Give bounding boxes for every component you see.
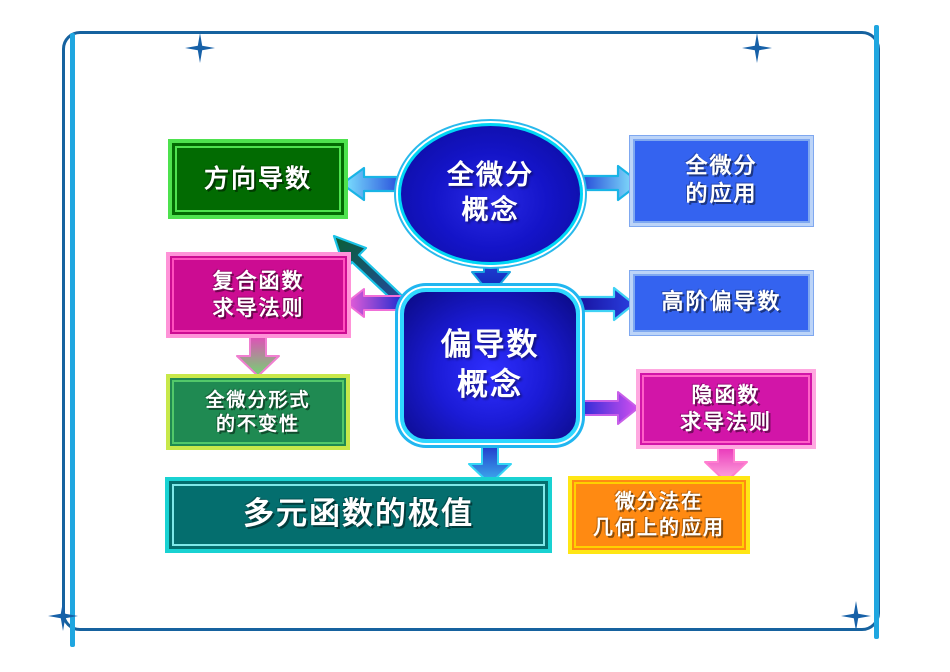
node-implicit-function-rule-line-2: 求导法则 bbox=[680, 410, 772, 434]
node-total-differential-application[interactable]: 全微分 的应用 bbox=[630, 136, 813, 226]
node-geometry-application-line-1: 微分法在 bbox=[615, 489, 703, 514]
node-partial-derivative-concept-line-2: 概念 bbox=[457, 366, 523, 403]
node-total-differential-application-line-1: 全微分 bbox=[685, 153, 758, 179]
node-higher-order-partial-line-1: 高阶偏导数 bbox=[661, 289, 782, 315]
node-total-differential-concept-line-1: 全微分 bbox=[447, 160, 534, 192]
arrow-total-diff-to-application bbox=[576, 164, 642, 202]
node-partial-derivative-concept-line-1: 偏导数 bbox=[440, 326, 540, 363]
node-higher-order-partial[interactable]: 高阶偏导数 bbox=[630, 271, 813, 335]
node-direction-derivative-line-1: 方向导数 bbox=[203, 164, 312, 193]
frame-rail-right bbox=[874, 25, 879, 639]
node-implicit-function-rule-line-1: 隐函数 bbox=[691, 383, 761, 408]
node-total-differential-application-line-2: 的应用 bbox=[685, 182, 758, 207]
node-composite-function-rule-line-2: 求导法则 bbox=[212, 296, 305, 320]
arrow-composite-to-invariance bbox=[236, 336, 280, 377]
node-composite-function-rule[interactable]: 复合函数 求导法则 bbox=[166, 252, 351, 338]
node-invariance-of-form-line-1: 全微分形式 bbox=[205, 388, 311, 411]
arrow-partial-to-extremum bbox=[468, 441, 512, 485]
arrow-partial-to-implicit bbox=[579, 391, 639, 425]
node-invariance-of-form[interactable]: 全微分形式 的不变性 bbox=[166, 374, 350, 450]
arrow-partial-to-composite bbox=[345, 288, 405, 318]
node-extremum-multivariable[interactable]: 多元函数的极值 bbox=[166, 478, 551, 552]
node-geometry-application-line-2: 几何上的应用 bbox=[593, 515, 725, 539]
node-extremum-multivariable-line-1: 多元函数的极值 bbox=[243, 496, 474, 533]
node-total-differential-concept-line-2: 概念 bbox=[461, 195, 520, 226]
node-implicit-function-rule[interactable]: 隐函数 求导法则 bbox=[636, 369, 816, 449]
node-direction-derivative[interactable]: 方向导数 bbox=[168, 139, 348, 219]
node-partial-derivative-concept[interactable]: 偏导数 概念 bbox=[400, 288, 580, 443]
frame-rail-left bbox=[70, 33, 75, 647]
node-invariance-of-form-line-2: 的不变性 bbox=[215, 413, 300, 435]
node-composite-function-rule-line-1: 复合函数 bbox=[212, 269, 305, 294]
node-geometry-application[interactable]: 微分法在 几何上的应用 bbox=[568, 476, 750, 554]
node-total-differential-concept[interactable]: 全微分 概念 bbox=[398, 123, 583, 265]
arrow-partial-to-higher-order bbox=[574, 286, 636, 322]
